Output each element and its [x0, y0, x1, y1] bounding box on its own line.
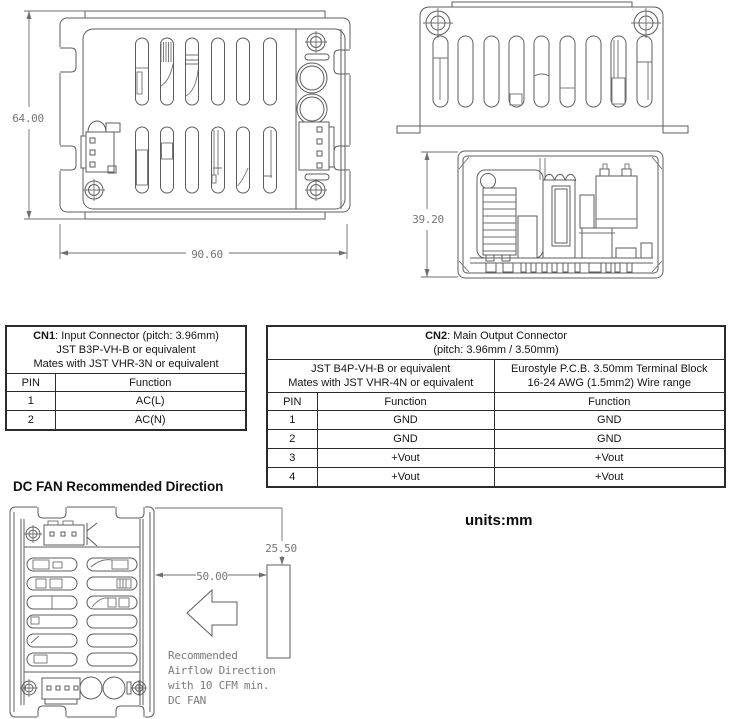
- cn2-euro-4: +Vout: [493, 467, 726, 487]
- airflow-note-line4: DC FAN: [168, 694, 206, 707]
- dim-distance-label: 50.00: [196, 570, 228, 583]
- cn2-jst-header: JST B4P-VH-B or equivalent Mates with JS…: [266, 359, 495, 393]
- dimension-90: 90.60: [59, 224, 348, 261]
- cn2-jst-4: +Vout: [316, 467, 495, 487]
- cn2-jst-2: GND: [316, 429, 495, 449]
- fan-view-vent-slots: [26, 557, 138, 667]
- cn1-col-pin: PIN: [5, 373, 56, 392]
- fan-view-input-connector: [24, 520, 98, 547]
- cn1-title: CN1: Input Connector (pitch: 3.96mm) JST…: [5, 325, 247, 374]
- dimension-39: 39.20: [412, 151, 458, 278]
- dim-fan-offset-label: 25.50: [265, 542, 297, 555]
- top-view-drawing: 64.00 90.60: [12, 10, 355, 261]
- cn2-title-line2: (pitch: 3.96mm / 3.50mm): [433, 344, 559, 356]
- cn2-jst-3: +Vout: [316, 448, 495, 468]
- units-label: units:mm: [465, 512, 533, 529]
- side-vent-slots: [432, 35, 653, 108]
- cn2-column-header-row: PIN Function Function: [266, 392, 726, 411]
- cn2-col-function1: Function: [316, 392, 495, 411]
- cn2-col-pin: PIN: [266, 392, 318, 411]
- airflow-note-line3: with 10 CFM min.: [168, 679, 269, 692]
- cn2-jst-header-line1: JST B4P-VH-B or equivalent: [311, 363, 451, 375]
- screw-icons-top-view: [83, 31, 327, 201]
- dim-height-label: 64.00: [12, 112, 44, 125]
- cn1-input-connector-table: CN1: Input Connector (pitch: 3.96mm) JST…: [5, 325, 247, 431]
- top-vent-slots-row2: [135, 126, 277, 194]
- cn1-header-row: CN1: Input Connector (pitch: 3.96mm) JST…: [5, 325, 247, 374]
- dimension-25: 25.50: [155, 507, 297, 565]
- cn2-pin-4: 4: [266, 467, 318, 487]
- cn2-jst-header-line2: Mates with JST VHR-4N or equivalent: [288, 377, 474, 389]
- internal-view-drawing: 39.20: [412, 150, 664, 279]
- dimension-50: 50.00: [155, 570, 267, 583]
- cn2-euro-header-line2: 16-24 AWG (1.5mm2) Wire range: [527, 377, 691, 389]
- output-connector-cn2-symbol: [296, 53, 335, 181]
- cn2-euro-1: GND: [493, 410, 726, 430]
- fan-profile: [266, 564, 291, 659]
- cn2-pin-1: 1: [266, 410, 318, 430]
- cn2-pin-2: 2: [266, 429, 318, 449]
- table-row: 3 +Vout +Vout: [266, 448, 726, 468]
- cn1-function-1: AC(L): [54, 391, 247, 411]
- cn1-pin-1: 1: [5, 391, 56, 411]
- fan-direction-drawing: 25.50 50.00 Recommended Airflow Directio…: [9, 502, 297, 718]
- dim-width-label: 90.60: [191, 248, 223, 261]
- cn2-title: CN2: Main Output Connector (pitch: 3.96m…: [266, 325, 726, 360]
- cn1-title-bold: CN1: [33, 330, 56, 342]
- cn1-col-function: Function: [54, 373, 247, 392]
- dimension-64: 64.00: [12, 10, 86, 220]
- cn2-header-row: CN2: Main Output Connector (pitch: 3.96m…: [266, 325, 726, 360]
- cn2-output-connector-table: CN2: Main Output Connector (pitch: 3.96m…: [266, 325, 726, 488]
- dc-fan-section-heading: DC FAN Recommended Direction: [13, 479, 224, 494]
- cn2-euro-2: GND: [493, 429, 726, 449]
- cn2-euro-header-line1: Eurostyle P.C.B. 3.50mm Terminal Block: [511, 363, 708, 375]
- fan-view-output-connector: [20, 676, 147, 705]
- dim-depth-label: 39.20: [412, 213, 444, 226]
- cn1-title-rest: : Input Connector (pitch: 3.96mm): [55, 330, 219, 342]
- cn1-subtitle2: Mates with JST VHR-3N or equivalent: [33, 358, 219, 370]
- cn2-subheader-row: JST B4P-VH-B or equivalent Mates with JS…: [266, 359, 726, 393]
- table-row: 2 AC(N): [5, 410, 247, 430]
- input-connector-cn1-symbol: [80, 120, 121, 174]
- screw-icons-side-view: [423, 8, 661, 38]
- cn1-subtitle1: JST B3P-VH-B or equivalent: [56, 344, 196, 356]
- cn2-title-rest: : Main Output Connector: [447, 330, 567, 342]
- cn1-pin-2: 2: [5, 410, 56, 430]
- cn2-col-function2: Function: [493, 392, 726, 411]
- cn2-euro-3: +Vout: [493, 448, 726, 468]
- cn1-function-2: AC(N): [54, 410, 247, 430]
- table-row: 1 GND GND: [266, 410, 726, 430]
- airflow-arrow-icon: [186, 588, 238, 638]
- airflow-note-line2: Airflow Direction: [168, 664, 275, 677]
- top-vent-slots-row1: [135, 37, 277, 106]
- table-row: 2 GND GND: [266, 429, 726, 449]
- cn2-jst-1: GND: [316, 410, 495, 430]
- table-row: 4 +Vout +Vout: [266, 467, 726, 487]
- side-view-drawing: [396, 1, 689, 134]
- cn2-euro-header: Eurostyle P.C.B. 3.50mm Terminal Block 1…: [493, 359, 726, 393]
- table-row: 1 AC(L): [5, 391, 247, 411]
- airflow-note-line1: Recommended: [168, 649, 238, 662]
- cn2-pin-3: 3: [266, 448, 318, 468]
- internal-components: [470, 158, 653, 273]
- cn2-title-bold: CN2: [425, 330, 448, 342]
- cn1-column-header-row: PIN Function: [5, 373, 247, 392]
- airflow-note: Recommended Airflow Direction with 10 CF…: [168, 649, 276, 707]
